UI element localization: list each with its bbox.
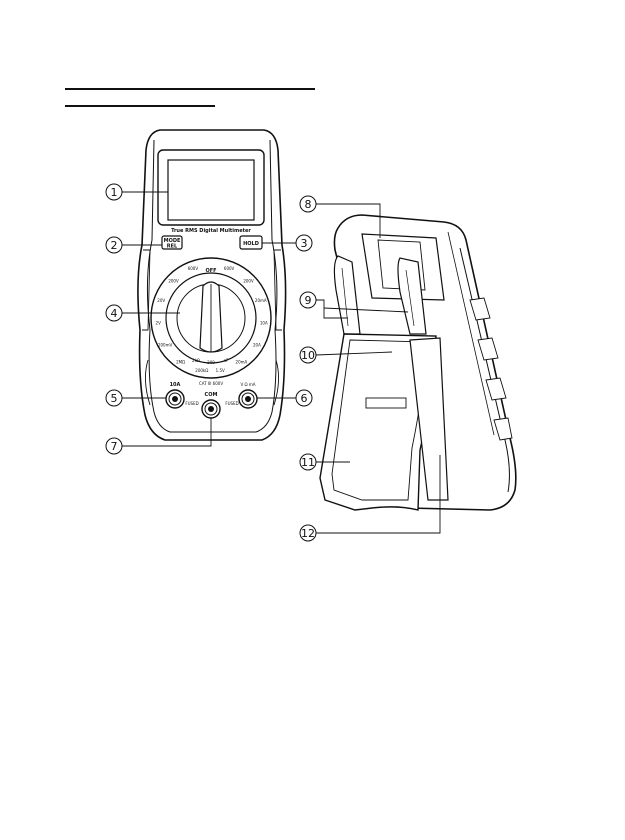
callout-8: 8: [300, 196, 316, 212]
front-view: True RMS Digital Multimeter MODE REL HOL…: [138, 130, 286, 440]
dial-right-label-1: 200V: [243, 279, 254, 284]
callout-10: 10: [300, 347, 316, 363]
dial-left-label-2: 20V: [157, 298, 165, 303]
dial-off-label: OFF: [205, 268, 216, 274]
brand-text: True RMS Digital Multimeter: [171, 228, 251, 234]
jack-v-label: V Ω mA: [241, 382, 256, 387]
callout-number-1: 1: [111, 186, 118, 199]
callout-1: 1: [106, 184, 122, 200]
rel-label: REL: [167, 244, 178, 250]
callout-number-11: 11: [301, 456, 315, 469]
callout-number-10: 10: [301, 349, 315, 362]
dial-right-label-4: 20A: [253, 343, 261, 348]
dial-left-label-0: 600V: [188, 266, 199, 271]
callout-number-5: 5: [111, 392, 118, 405]
callout-11: 11: [300, 454, 316, 470]
cat-rating: CAT III 600V: [199, 381, 223, 386]
jack-v-ohm-ma: [239, 390, 257, 408]
callout-number-12: 12: [301, 527, 315, 540]
jack-com: [202, 400, 220, 418]
lcd-screen: [168, 160, 254, 220]
callout-number-7: 7: [111, 440, 118, 453]
fused-left-label: FUSED: [185, 401, 198, 406]
callout-12: 12: [300, 525, 316, 541]
dial-left-label-4: 200mV: [158, 343, 173, 348]
callout-5: 5: [106, 390, 122, 406]
callout-3: 3: [296, 235, 312, 251]
callout-number-4: 4: [111, 307, 118, 320]
back-view: [320, 215, 516, 510]
callout-number-3: 3: [301, 237, 308, 250]
callout-number-9: 9: [305, 294, 312, 307]
callout-9: 9: [300, 292, 316, 308]
dial-right-label-5: 20mA: [236, 359, 248, 364]
callout-7: 7: [106, 438, 122, 454]
callout-number-2: 2: [111, 239, 118, 252]
callout-number-6: 6: [301, 392, 308, 405]
callout-number-8: 8: [305, 198, 312, 211]
dial-bottom-label-2: nF: [224, 358, 230, 363]
dial-left-label-1: 200V: [168, 279, 179, 284]
dial-left-label-5: 2MΩ: [176, 359, 185, 364]
dial-bottom-label-1: 200: [207, 360, 215, 365]
callout-2: 2: [106, 237, 122, 253]
jack-com-label: COM: [205, 392, 218, 398]
dial-bottom-label-0: 2kΩ: [192, 358, 200, 363]
fused-right-label: FUSED: [225, 401, 238, 406]
dial-right-label-0: 600V: [224, 266, 235, 271]
hold-label: HOLD: [243, 241, 259, 247]
dial-right-label-6: 1.5V: [216, 368, 225, 373]
dial-left-label-6: 200kΩ: [195, 368, 208, 373]
dial-right-label-2: 20mA: [255, 298, 267, 303]
callout-4: 4: [106, 305, 122, 321]
dial-left-label-3: 2V: [156, 321, 162, 326]
dial-right-label-3: 10A: [260, 321, 268, 326]
jack-10a-label: 10A: [170, 382, 181, 388]
jack-10a: [166, 390, 184, 408]
callout-6: 6: [296, 390, 312, 406]
